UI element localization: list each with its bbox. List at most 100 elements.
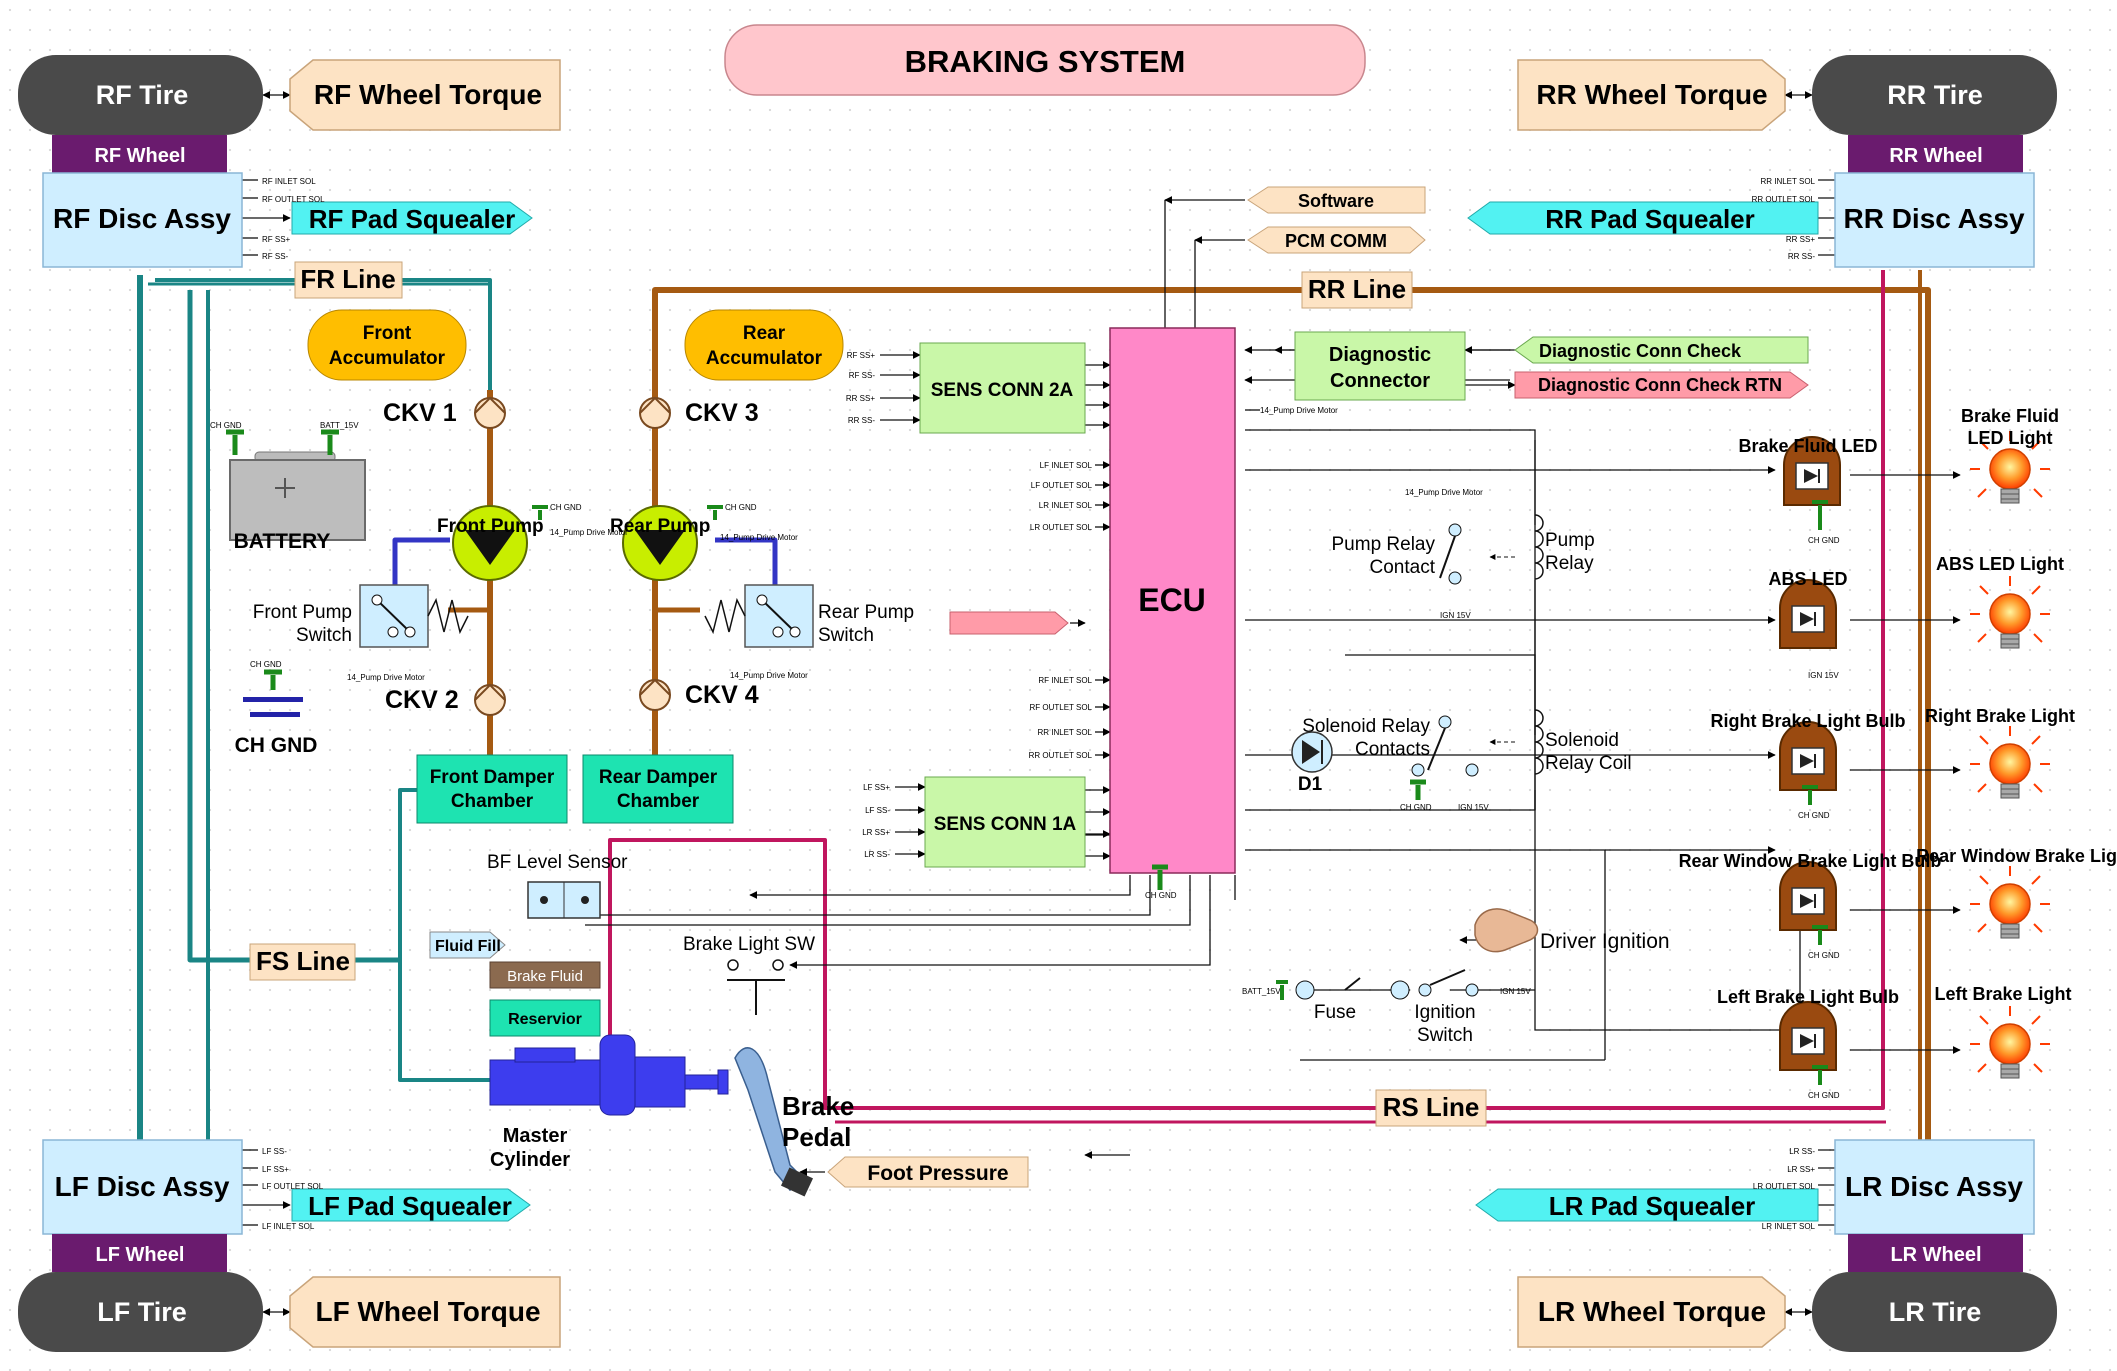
lr-wheel-label: LR Wheel [1890, 1244, 1981, 1266]
damper-chambers: Front Damper Chamber Rear Damper Chamber [416, 754, 734, 824]
solenoid-ign-pin: IGN 15V [1458, 803, 1489, 812]
lightbulb-icon [1969, 725, 2051, 799]
ecu-pin-rr-inlet: RR INLET SOL [1037, 728, 1092, 737]
lamp-3-gnd-pin: CH GND [1798, 811, 1830, 820]
diagnostic-connector-label-1: Diagnostic [1329, 344, 1431, 366]
brake-light-sw-label: Brake Light SW [683, 934, 815, 955]
front-damper-label-2: Chamber [451, 791, 534, 812]
ignition-switch-label-1: Ignition [1414, 1002, 1475, 1023]
lamp-1-driver-label: Brake Fluid LED [1738, 436, 1877, 456]
rear-pump-switch-label-1: Rear Pump [818, 602, 914, 623]
rf-pin-4: RF SS- [262, 252, 289, 261]
lightbulb-icon [1969, 1005, 2051, 1079]
ckv-3-label: CKV 3 [685, 399, 759, 427]
front-pump-switch-label-2: Switch [296, 625, 352, 646]
lf-wheel-label: LF Wheel [96, 1244, 185, 1266]
rear-pump-motor-pin: 14_Pump Drive Motor [720, 533, 798, 542]
lightbulb-icon [1969, 865, 2051, 939]
rear-pump-switch-label-2: Switch [818, 625, 874, 646]
rr-squealer-label: RR Pad Squealer [1545, 204, 1755, 234]
rr-torque-label: RR Wheel Torque [1536, 79, 1767, 110]
ecu-pin-lf-inlet: LF INLET SOL [1040, 461, 1093, 470]
lr-pin-4: LR INLET SOL [1762, 1222, 1816, 1231]
lr-squealer-label: LR Pad Squealer [1549, 1191, 1756, 1221]
diagnostic-check-rtn-label: Diagnostic Conn Check RTN [1538, 375, 1782, 395]
ecu-label: ECU [1138, 582, 1206, 618]
chassis-ground: CH GND CH GND [235, 660, 318, 757]
sens-conn-2a-label: SENS CONN 2A [931, 380, 1074, 401]
line-labels: FR Line RR Line FS Line RS Line [249, 261, 1487, 1127]
pump-switches: Front Pump Switch Rear Pump Switch 14_Pu… [253, 584, 914, 682]
solenoid-coil-label-2: Relay Coil [1545, 753, 1632, 774]
sens-conn-2a: SENS CONN 2A RF SS+ RF SS- RR SS+ RR SS- [846, 342, 1086, 434]
front-switch-motor-pin: 14_Pump Drive Motor [347, 673, 425, 682]
rf-squealer-label: RF Pad Squealer [309, 204, 516, 234]
rr-pin-2: RR OUTLET SOL [1752, 195, 1816, 204]
foot-pressure-label: Foot Pressure [867, 1162, 1008, 1185]
diagnostic: Diagnostic Connector Diagnostic Conn Che… [1294, 331, 1809, 401]
front-pump-switch-label-1: Front Pump [253, 602, 352, 623]
brake-pedal[interactable]: Brake Pedal [734, 1047, 854, 1197]
lamp-3-light-label: Right Brake Light [1925, 706, 2075, 726]
ckv-1-label: CKV 1 [383, 399, 457, 427]
lamp-1-gnd-pin: CH GND [1808, 536, 1840, 545]
sens-conn-1a-label: SENS CONN 1A [934, 814, 1077, 835]
lr-torque-label: LR Wheel Torque [1538, 1296, 1766, 1327]
pump-relay-label-2: Relay [1545, 553, 1594, 574]
rear-accumulator-label-1: Rear [743, 323, 786, 344]
ecu-pin-rf-inlet: RF INLET SOL [1038, 676, 1092, 685]
rr-wheel-assembly: RR Tire RR Wheel RR Disc Assy RR Wheel T… [1467, 55, 2057, 268]
lamp-5-light-label: Left Brake Light [1934, 984, 2071, 1004]
lamp-4-gnd-pin: CH GND [1808, 951, 1840, 960]
ecu-input-arrow [949, 611, 1069, 635]
sens-conn-1a: SENS CONN 1A LF SS+ LF SS- LR SS+ LR SS- [862, 776, 1086, 868]
fr-line-label: FR Line [300, 264, 395, 294]
lf-pin-3: LF OUTLET SOL [262, 1182, 324, 1191]
sens-conn-2a-pin-4: RR SS- [848, 416, 875, 425]
software-label: Software [1298, 191, 1374, 211]
sens-conn-1a-pin-4: LR SS- [864, 850, 890, 859]
solenoid-relay: Solenoid Relay Contacts CH GND IGN 15V D… [1291, 709, 1632, 812]
solenoid-coil-label-1: Solenoid [1545, 730, 1619, 751]
pump-relay-contact-label-1: Pump Relay [1332, 534, 1436, 555]
pump-motor-pin-relay: 14_Pump Drive Motor [1405, 488, 1483, 497]
rf-tire-label: RF Tire [96, 80, 189, 110]
rr-tire-label: RR Tire [1887, 80, 1983, 110]
sens-conn-1a-pin-3: LR SS+ [862, 828, 890, 837]
solenoid-contacts-label-2: Contacts [1355, 739, 1430, 760]
pump-relay-contact-label-2: Contact [1370, 557, 1436, 578]
battery: CH GND BATT_15V BATTERY [210, 421, 366, 553]
fs-line-label: FS Line [256, 946, 350, 976]
driver-ignition[interactable]: Driver Ignition [1474, 908, 1670, 953]
ecu-pin-rf-outlet: RF OUTLET SOL [1029, 703, 1092, 712]
lf-wheel-assembly: LF Disc Assy LF Wheel LF Tire LF Wheel T… [18, 1139, 561, 1352]
check-valves [474, 396, 671, 716]
lamp-5-gnd-pin: CH GND [1808, 1091, 1840, 1100]
lr-pin-3: LR OUTLET SOL [1753, 1182, 1816, 1191]
diagnostic-check-label: Diagnostic Conn Check [1539, 341, 1742, 361]
master-cylinder-label-1: Master [503, 1125, 568, 1147]
master-cylinder-label-2: Cylinder [490, 1149, 570, 1171]
page-title: BRAKING SYSTEM [905, 44, 1186, 79]
accumulators: Front Accumulator Rear Accumulator [307, 309, 844, 381]
ckv-2-label: CKV 2 [385, 686, 459, 714]
pump-relay-ign-pin: IGN 15V [1440, 611, 1471, 620]
pumps: Front Pump Rear Pump CH GND 14_Pump Driv… [437, 503, 798, 581]
lf-pin-4: LF INLET SOL [262, 1222, 315, 1231]
rear-switch-motor-pin: 14_Pump Drive Motor [730, 671, 808, 680]
fuse-batt-pin: BATT_15V [1242, 987, 1281, 996]
diagnostic-connector-label-2: Connector [1330, 370, 1430, 392]
chassis-gnd-label: CH GND [235, 734, 318, 757]
front-pump-gnd-pin: CH GND [550, 503, 582, 512]
reservior-label: Reservior [508, 1011, 582, 1028]
rr-pin-3: RR SS+ [1786, 235, 1815, 244]
ecu-pin-lf-outlet: LF OUTLET SOL [1031, 481, 1093, 490]
battery-batt-pin: BATT_15V [320, 421, 359, 430]
ecu-pump-motor-pin: 14_Pump Drive Motor [1260, 406, 1338, 415]
lf-pin-1: LF SS- [262, 1147, 287, 1156]
software-pcm: Software PCM COMM [1247, 186, 1426, 254]
front-pump-motor-pin: 14_Pump Drive Motor [550, 528, 628, 537]
rf-torque-label: RF Wheel Torque [314, 79, 542, 110]
lf-disc-label: LF Disc Assy [55, 1171, 230, 1202]
